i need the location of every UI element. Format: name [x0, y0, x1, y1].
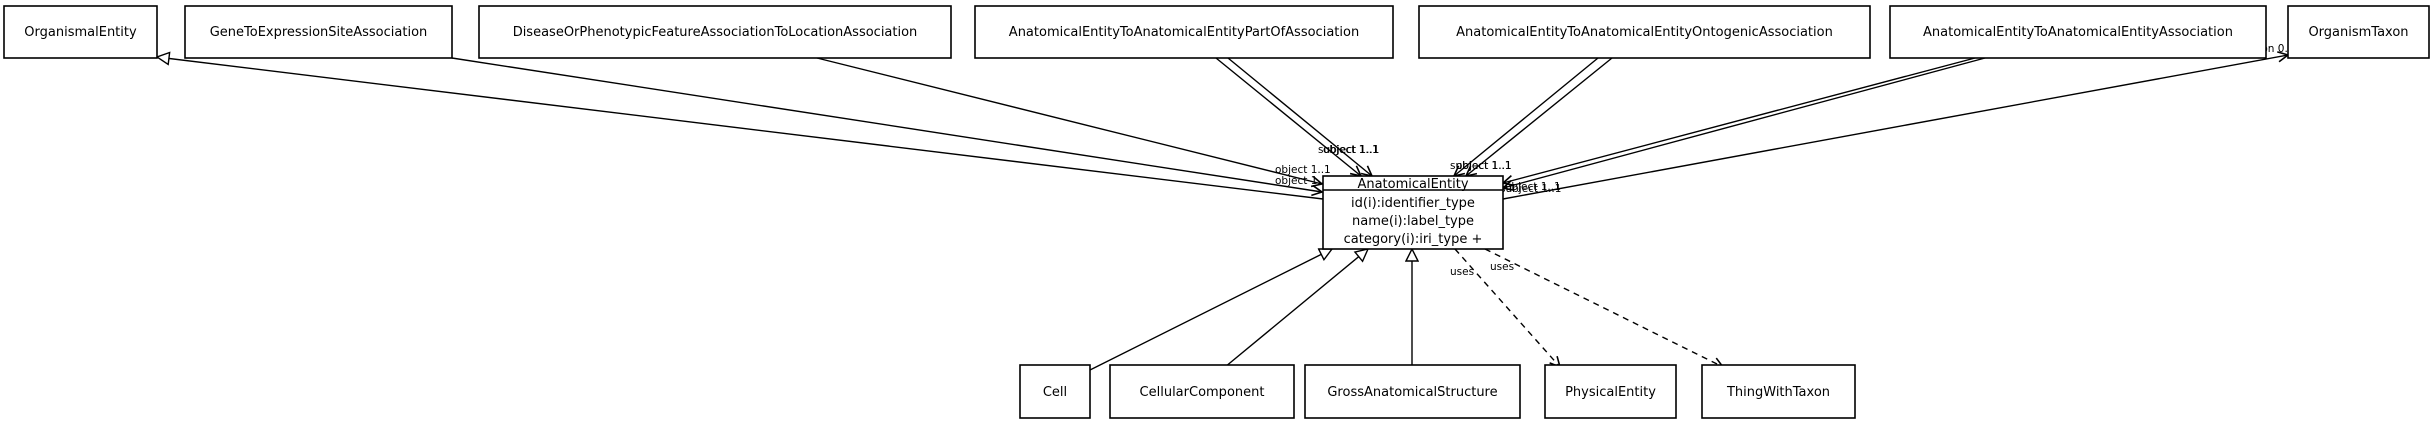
is-a-edge-organismal-entity [157, 57, 1324, 200]
class-name: OrganismTaxon [2308, 25, 2408, 40]
class-name: PhysicalEntity [1565, 385, 1656, 400]
edge-label-part-of-subject: subject 1..1 [1318, 144, 1379, 156]
edge-in-taxon [1502, 55, 2288, 200]
edge-label-ontogenic-object: object 1..1 [1456, 160, 1512, 172]
class-name: AnatomicalEntityToAnatomicalEntityAssoci… [1923, 25, 2233, 40]
edge-ontogenic-subject [1454, 57, 1599, 176]
edge-association-subject [1503, 57, 1976, 183]
class-thing-with-taxon: ThingWithTaxon [1701, 364, 1856, 419]
class-gross-anatomical-structure: GrossAnatomicalStructure [1304, 364, 1521, 419]
edge-part-of-subject [1215, 57, 1361, 176]
edges [157, 55, 2288, 371]
is-a-edge-cellular-component [1224, 249, 1368, 368]
uses-edge-thing-with-taxon [1484, 248, 1723, 367]
edge-label-uses-thing-with-taxon: uses [1490, 261, 1514, 273]
class-anatomical-entity-to-anatomical-entity-ontogenic-association: AnatomicalEntityToAnatomicalEntityOntoge… [1418, 5, 1871, 59]
class-name: AnatomicalEntityToAnatomicalEntityPartOf… [1009, 25, 1359, 40]
edge-label-object-1: object 1..1 [1275, 164, 1331, 176]
edge-label-uses-physical-entity: uses [1450, 266, 1474, 278]
class-physical-entity: PhysicalEntity [1544, 364, 1677, 419]
edge-label-ontogenic-subject: subject 1..1 [1450, 160, 1511, 172]
is-a-edge-cell [1089, 249, 1332, 371]
edge-part-of-object [1227, 57, 1372, 176]
class-name: ThingWithTaxon [1726, 385, 1830, 400]
attribute-row: category(i):iri_type + [1344, 232, 1483, 247]
uses-edge-physical-entity [1454, 248, 1560, 367]
edge-label-object-2: object 1..1 [1275, 175, 1331, 187]
class-anatomical-entity-to-anatomical-entity-association: AnatomicalEntityToAnatomicalEntityAssoci… [1889, 5, 2267, 59]
class-name: AnatomicalEntity [1357, 177, 1468, 192]
class-name: CellularComponent [1140, 385, 1265, 400]
class-cellular-component: CellularComponent [1109, 364, 1295, 419]
edge-ontogenic-object [1466, 57, 1613, 176]
edge-disease-location [816, 57, 1322, 184]
class-name: GeneToExpressionSiteAssociation [210, 25, 428, 40]
class-name: GrossAnatomicalStructure [1327, 385, 1497, 400]
attribute-row: id(i):identifier_type [1351, 196, 1475, 211]
class-name: Cell [1043, 385, 1067, 400]
class-organismal-entity: OrganismalEntity [3, 5, 158, 59]
class-name: DiseaseOrPhenotypicFeatureAssociationToL… [513, 25, 918, 40]
edge-association-object [1503, 57, 1986, 188]
class-anatomical-entity-to-anatomical-entity-part-of-association: AnatomicalEntityToAnatomicalEntityPartOf… [974, 5, 1394, 59]
edge-gene-to-expression-site [451, 57, 1322, 192]
attribute-row: name(i):label_type [1352, 214, 1474, 229]
class-anatomical-entity: AnatomicalEntity id(i):identifier_type n… [1322, 175, 1504, 250]
class-cell: Cell [1019, 364, 1091, 419]
class-name: AnatomicalEntityToAnatomicalEntityOntoge… [1456, 25, 1833, 40]
edge-label-association-object: object 1..1 [1505, 181, 1561, 193]
edge-label-part-of-object: object 1..1 [1323, 144, 1379, 156]
class-name: OrganismalEntity [24, 25, 137, 40]
edge-label-association-subject: subject 1..1 [1500, 183, 1561, 195]
class-organism-taxon: OrganismTaxon [2287, 5, 2430, 59]
edge-labels: object 1..1 object 1..1 subject 1..1 obj… [1275, 43, 2296, 278]
class-gene-to-expression-site-association: GeneToExpressionSiteAssociation [184, 5, 453, 59]
class-disease-or-phenotypic-feature-association-to-location-association: DiseaseOrPhenotypicFeatureAssociationToL… [478, 5, 952, 59]
